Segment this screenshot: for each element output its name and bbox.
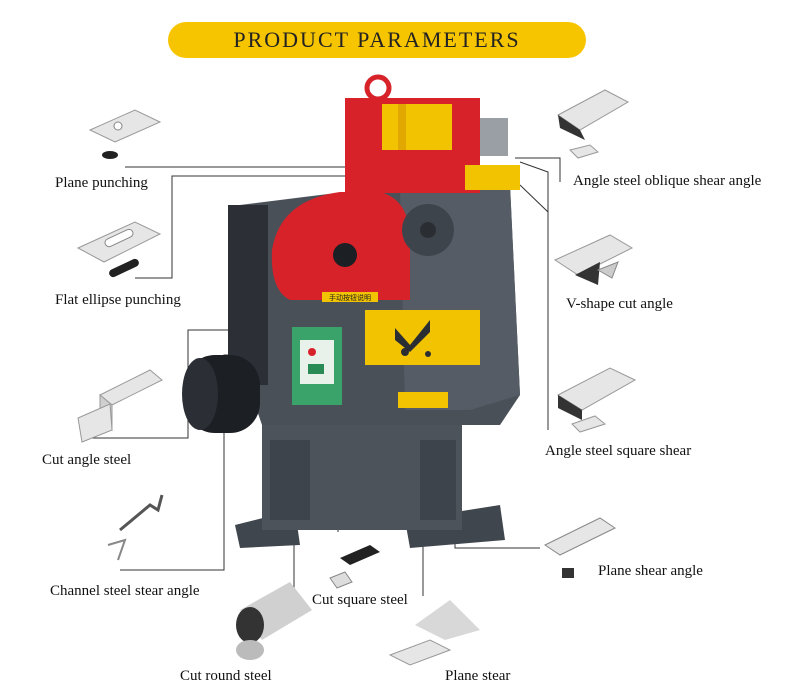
sample-v-shape (553, 234, 634, 285)
panel-text: 手动按钮说明 (329, 293, 371, 302)
sample-plane-stear (388, 600, 480, 666)
sample-oblique-shear (557, 89, 630, 159)
label-cut-angle-steel: Cut angle steel (42, 452, 132, 468)
sample-flat-ellipse (76, 221, 162, 278)
label-cut-round-steel: Cut round steel (180, 668, 272, 684)
banner-title: PRODUCT PARAMETERS (233, 27, 521, 52)
sample-cut-angle-steel (77, 369, 163, 443)
label-flat-ellipse-punching: Flat ellipse punching (55, 292, 181, 308)
sample-plane-shear-angle (543, 517, 617, 578)
label-angle-steel-oblique-shear-angle: Angle steel oblique shear angle (573, 173, 762, 189)
label-angle-steel-square-shear: Angle steel square shear (545, 443, 692, 459)
motor (182, 355, 260, 433)
flywheel-hub (420, 222, 436, 238)
label-v-shape-cut-angle: V-shape cut angle (566, 296, 673, 312)
flywheel-guard: 手动按钮说明 (271, 192, 410, 302)
top-guard (345, 74, 480, 193)
sample-channel-steel (107, 494, 164, 561)
label-cut-square-steel: Cut square steel (312, 592, 408, 608)
punch-cylinder (480, 118, 508, 156)
sample-cut-round-steel (236, 582, 312, 660)
lower-punch (398, 392, 448, 408)
sample-angle-square-shear (556, 367, 637, 433)
shear-block (365, 310, 480, 365)
label-plane-punching: Plane punching (55, 175, 148, 191)
punch-bracket (465, 165, 520, 190)
machine-base (235, 420, 505, 548)
label-plane-stear: Plane stear (445, 668, 511, 684)
control-box (292, 327, 342, 405)
label-plane-shear-angle: Plane shear angle (598, 563, 703, 579)
title-banner: PRODUCT PARAMETERS (168, 22, 586, 58)
sample-cut-square-steel (329, 545, 380, 589)
label-channel-steel-stear-angle: Channel steel stear angle (50, 583, 200, 599)
sample-plane-punching (88, 109, 162, 159)
